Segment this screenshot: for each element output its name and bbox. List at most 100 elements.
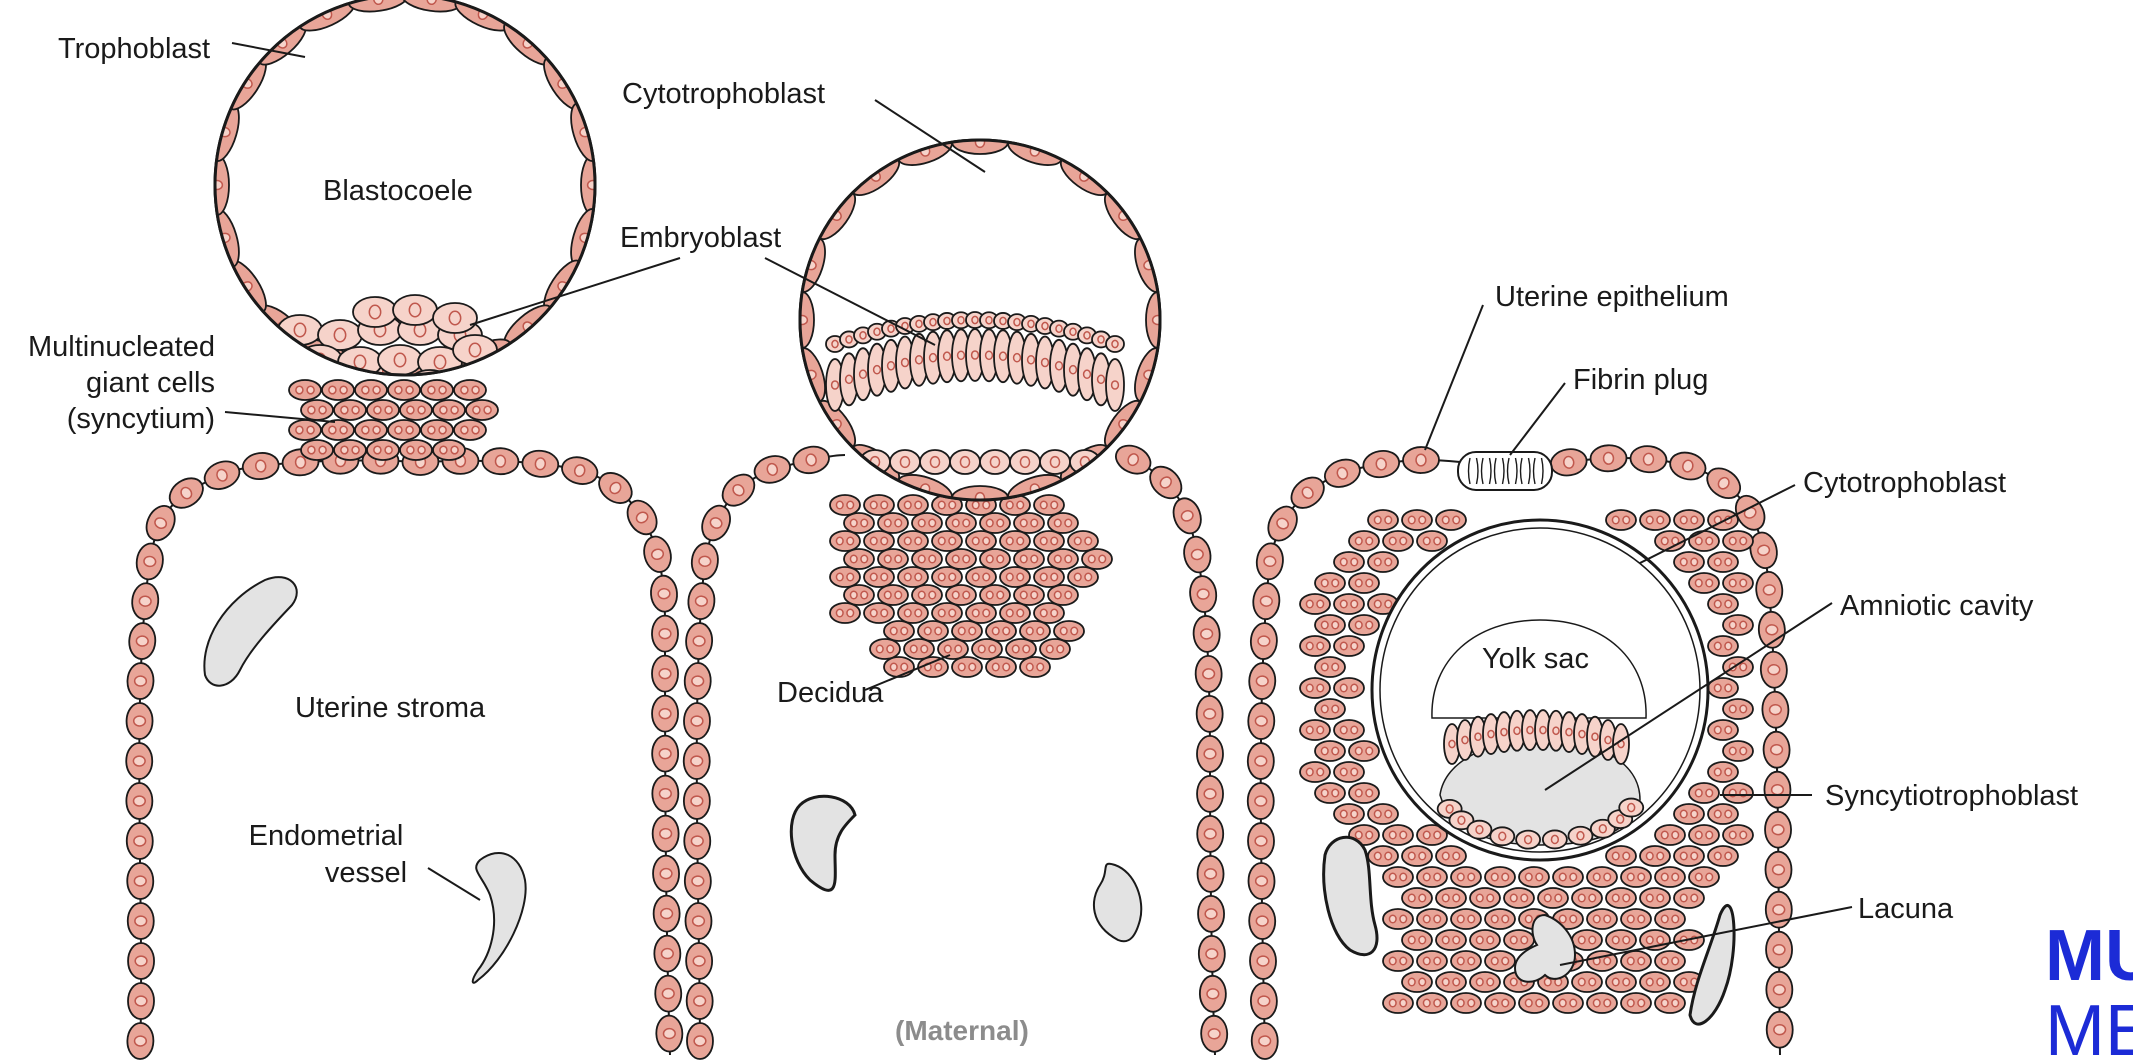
epithelial-cell (1251, 1023, 1278, 1060)
decidua-cell (946, 513, 976, 533)
syncytio-cell (1587, 993, 1617, 1013)
epithelial-cell (128, 983, 154, 1019)
stage-c (1248, 445, 1793, 1060)
decidua-cell (932, 603, 962, 623)
epithelial-cell (687, 1023, 713, 1059)
syncytio-cell (1334, 720, 1364, 740)
syncytio-cell (1674, 804, 1704, 824)
hypoblast-cell (1070, 450, 1100, 474)
epithelial-cell (127, 663, 154, 700)
label-fibrin-plug: Fibrin plug (1573, 364, 1708, 396)
syncytium-cell (367, 400, 399, 420)
hypoblast-cell (1010, 450, 1040, 474)
embryoblast-cell (433, 303, 477, 333)
decidua-cell (1014, 549, 1044, 569)
syncytio-cell (1689, 867, 1719, 887)
syncytio-cell (1470, 972, 1500, 992)
decidua-cell (898, 603, 928, 623)
syncytio-cell (1470, 888, 1500, 908)
syncytio-cell (1572, 972, 1602, 992)
epithelial-cell (1199, 975, 1226, 1012)
decidua-cell (1014, 585, 1044, 605)
vessel-b2 (1094, 864, 1141, 942)
epithelial-cell (521, 449, 560, 479)
label-multinucleated-3: (syncytium) (67, 403, 215, 435)
syncytio-cell (1402, 888, 1432, 908)
label-decidua: Decidua (777, 677, 884, 709)
epithelial-cell (697, 501, 735, 544)
embryoblast-top-cell (1106, 336, 1124, 352)
syncytio-cell (1485, 867, 1515, 887)
syncytium-cell (454, 380, 486, 400)
decidua-cell (1068, 531, 1098, 551)
epithelial-cell (685, 622, 713, 659)
syncytium-cell (301, 440, 333, 460)
syncytio-cell (1708, 552, 1738, 572)
embryoblast-cell (393, 295, 437, 325)
syncytio-cell (1689, 573, 1719, 593)
syncytio-cell (1689, 825, 1719, 845)
epithelial-cell (690, 542, 720, 581)
syncytio-cell (1640, 846, 1670, 866)
epithelial-cell (1629, 445, 1667, 474)
syncytio-cell (1315, 741, 1345, 761)
syncytio-cell (1315, 573, 1345, 593)
syncytio-cell (1606, 972, 1636, 992)
embryoblast-column-cell (1106, 359, 1124, 411)
syncytio-cell (1417, 531, 1447, 551)
syncytio-cell (1708, 636, 1738, 656)
label-uterine-stroma: Uterine stroma (295, 692, 486, 724)
syncytium-cell (367, 440, 399, 460)
epithelial-cell (1197, 816, 1223, 852)
syncytio-cell (1315, 699, 1345, 719)
epithelial-cell (1765, 852, 1791, 888)
syncytio-cell (1538, 888, 1568, 908)
syncytio-cell (1640, 972, 1670, 992)
syncytio-cell (1723, 531, 1753, 551)
syncytio-cell (1402, 930, 1432, 950)
syncytio-cell (1674, 510, 1704, 530)
epithelial-cell (1755, 571, 1784, 609)
syncytio-cell (1402, 972, 1432, 992)
syncytio-cell (1708, 594, 1738, 614)
epithelial-cell (685, 903, 712, 939)
label-amniotic-cavity: Amniotic cavity (1840, 590, 2034, 622)
decidua-cell (952, 657, 982, 677)
epithelial-cell (128, 943, 154, 979)
epithelial-cell (1590, 445, 1627, 472)
syncytio-cell (1300, 636, 1330, 656)
decidua-cell (966, 567, 996, 587)
epithelial-cell (134, 542, 165, 581)
syncytio-cell (1402, 846, 1432, 866)
epithelial-cell (752, 452, 793, 486)
syncytio-cell (1723, 615, 1753, 635)
syncytio-cell (1655, 825, 1685, 845)
decidua-cell (1020, 621, 1050, 641)
syncytio-cell (1674, 552, 1704, 572)
syncytio-cell (1572, 888, 1602, 908)
label-lacuna: Lacuna (1858, 893, 1954, 925)
decidua-cell (830, 495, 860, 515)
epithelial-cell (652, 816, 678, 852)
epithelial-cell (656, 1015, 683, 1052)
syncytio-cell (1368, 804, 1398, 824)
epithelial-cell (1249, 903, 1276, 939)
epithelial-cell (1762, 691, 1789, 728)
syncytio-cell (1723, 741, 1753, 761)
syncytio-cell (1655, 909, 1685, 929)
syncytio-cell (1519, 993, 1549, 1013)
syncytio-cell (1436, 846, 1466, 866)
decidua-cell (1020, 657, 1050, 677)
decidua-cell (864, 603, 894, 623)
decidua-cell (952, 621, 982, 641)
syncytio-cell (1451, 951, 1481, 971)
syncytio-cell (1300, 594, 1330, 614)
syncytium-cell (289, 380, 321, 400)
syncytium-cell (400, 400, 432, 420)
decidua-cell (1068, 567, 1098, 587)
syncytio-cell (1504, 888, 1534, 908)
label-blastocoele: Blastocoele (323, 175, 473, 207)
epithelial-cell (640, 534, 674, 575)
logo-line-2: ME (2045, 991, 2133, 1060)
syncytium-cell (433, 440, 465, 460)
